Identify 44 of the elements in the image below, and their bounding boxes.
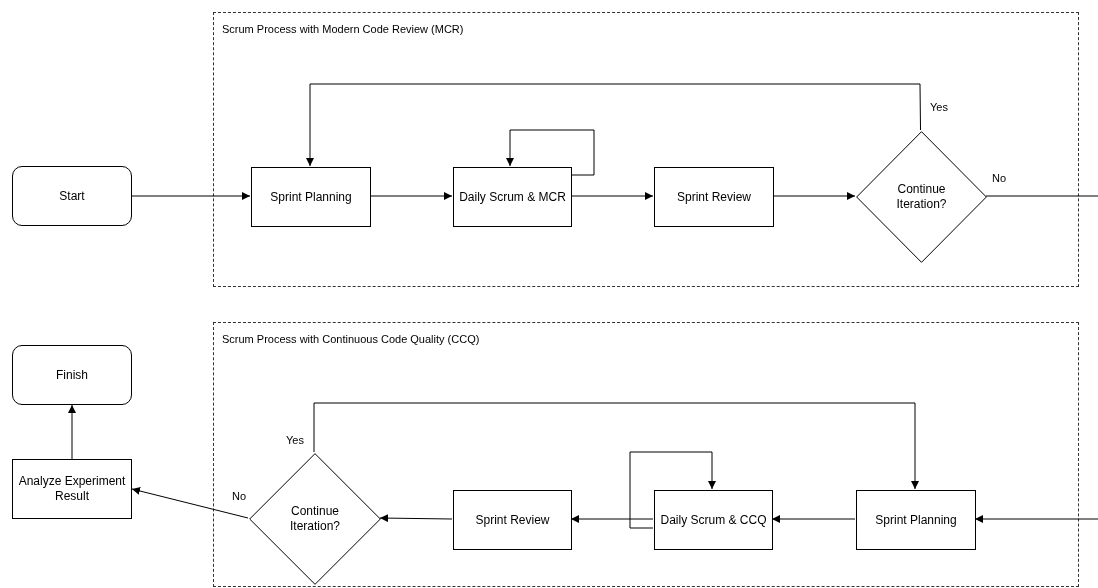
node-label: Sprint Review bbox=[475, 512, 550, 528]
process-box bbox=[453, 490, 572, 550]
node-label: Start bbox=[59, 188, 85, 204]
process-box bbox=[856, 490, 976, 550]
arrow bbox=[570, 515, 654, 523]
group-title: Scrum Process with Modern Code Review (MCR) bbox=[222, 23, 464, 35]
edge-label: No bbox=[232, 490, 247, 502]
process-box bbox=[251, 167, 371, 227]
arrow bbox=[506, 129, 595, 176]
arrow bbox=[974, 515, 1098, 523]
node-label: Continue Iteration? bbox=[895, 182, 948, 212]
process-box bbox=[453, 167, 572, 227]
process-group-frame bbox=[213, 322, 1079, 587]
edge-label: Yes bbox=[930, 101, 948, 113]
arrow bbox=[369, 192, 453, 200]
arrow bbox=[629, 451, 716, 529]
decision-diamond bbox=[249, 453, 381, 585]
arrow bbox=[772, 192, 856, 200]
arrow bbox=[131, 487, 249, 519]
process-box bbox=[12, 459, 132, 519]
edge-label: No bbox=[992, 172, 1007, 184]
arrow bbox=[313, 402, 919, 490]
node-label: Finish bbox=[56, 367, 88, 383]
node-label: Continue Iteration? bbox=[288, 504, 341, 534]
group-title: Scrum Process with Continuous Code Quality (CCQ) bbox=[222, 333, 480, 345]
node-label: Sprint Planning bbox=[270, 189, 352, 205]
terminal-box bbox=[12, 345, 132, 405]
node-label: Sprint Planning bbox=[875, 512, 957, 528]
node-label: Daily Scrum & CCQ bbox=[660, 512, 767, 528]
node-label: Daily Scrum & MCR bbox=[459, 189, 566, 205]
arrow bbox=[771, 515, 856, 523]
arrow bbox=[570, 192, 654, 200]
arrow bbox=[306, 83, 921, 167]
process-box bbox=[654, 167, 774, 227]
node-label: Sprint Review bbox=[677, 189, 751, 205]
decision-diamond bbox=[856, 131, 987, 263]
arrow bbox=[68, 404, 76, 460]
arrow bbox=[379, 514, 453, 523]
process-group-frame bbox=[213, 12, 1079, 287]
terminal-box bbox=[12, 166, 132, 226]
edge-label: Yes bbox=[286, 434, 304, 446]
node-label: Analyze Experiment Result bbox=[17, 474, 127, 504]
process-box bbox=[654, 490, 773, 550]
arrow bbox=[131, 192, 251, 200]
